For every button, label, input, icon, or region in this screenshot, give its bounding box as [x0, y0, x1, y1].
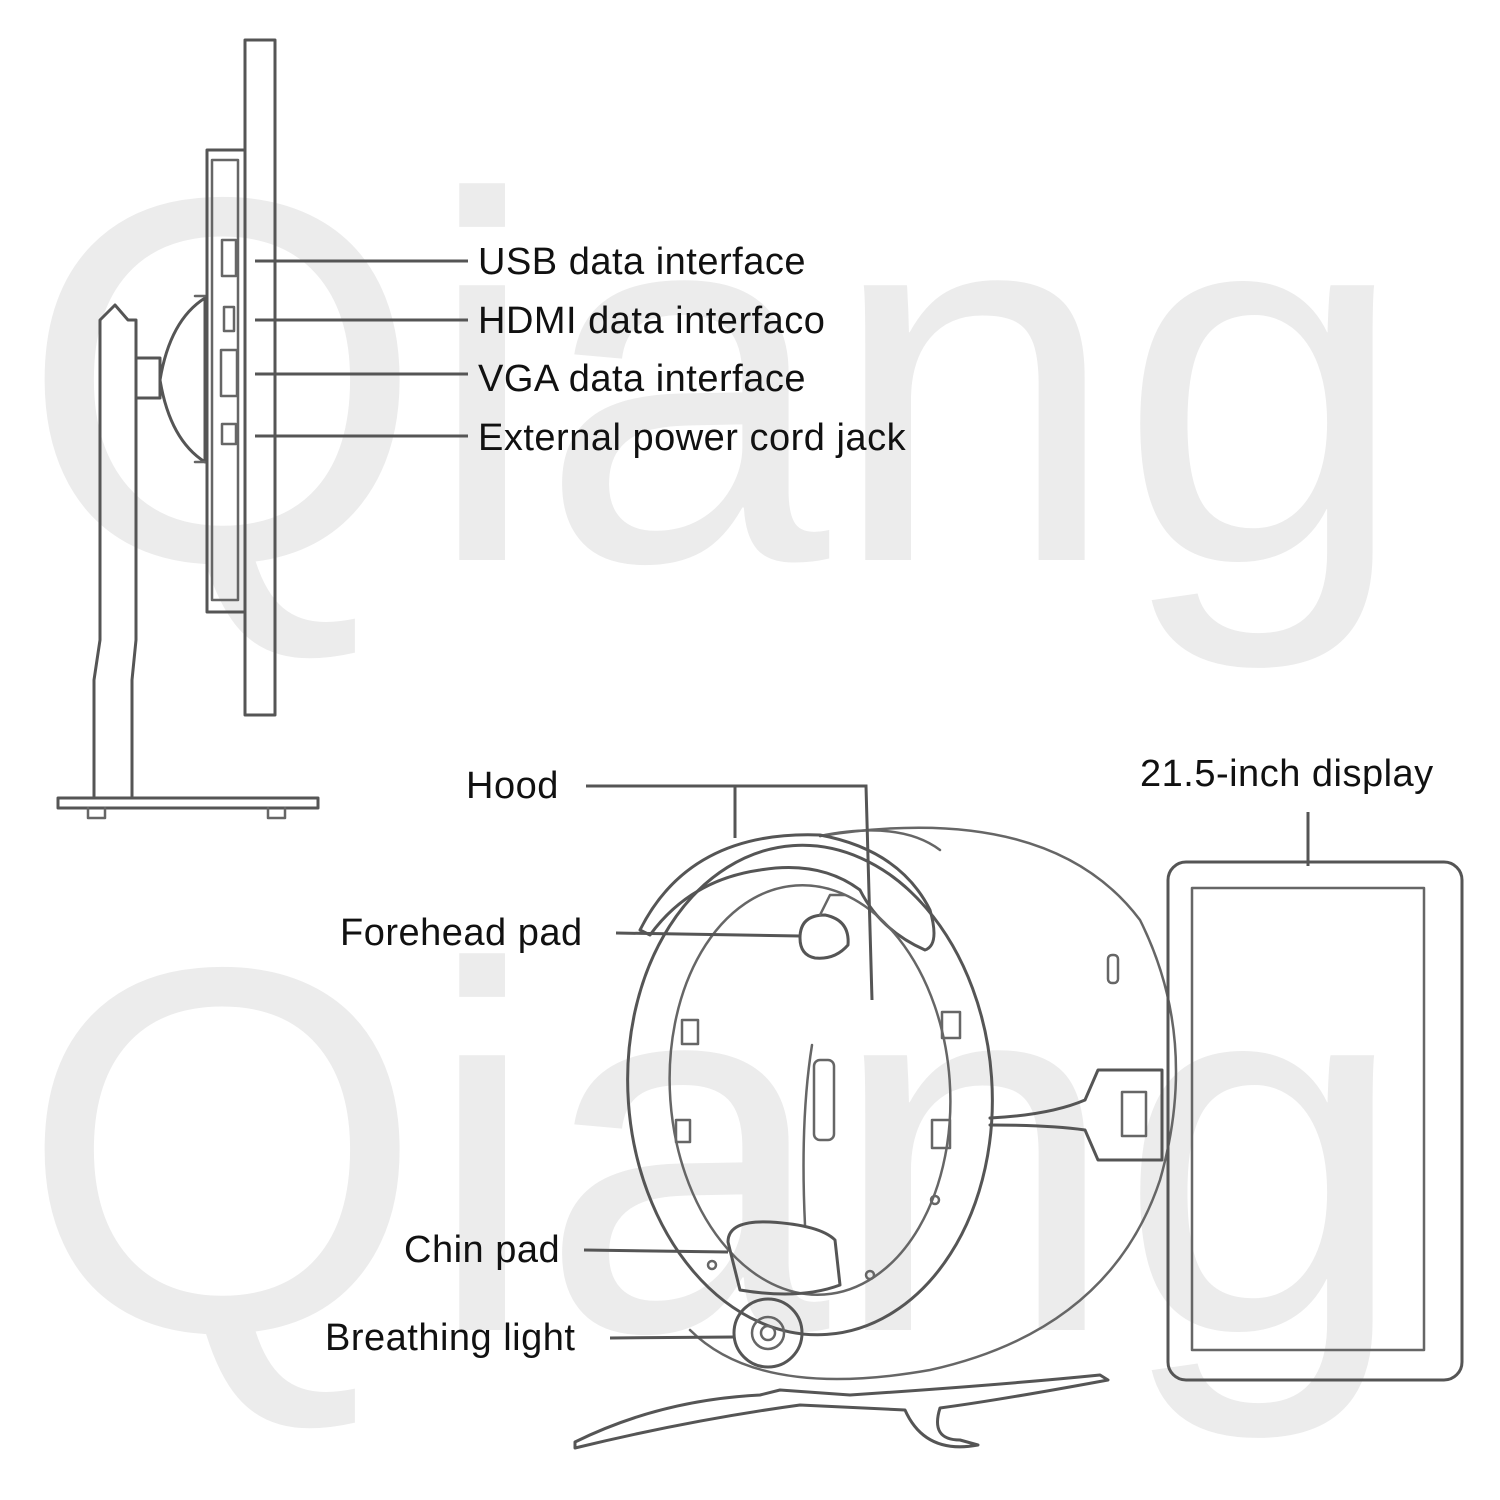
monitor-base-feet [86, 806, 287, 820]
analyzer-view: Hood Forehead pad Chin pad Breathing lig… [325, 753, 1464, 1450]
hdmi-port [222, 305, 236, 333]
analyzer-shell [688, 826, 1178, 1381]
vga-port [219, 348, 239, 398]
label-usb: USB data interface [478, 241, 806, 283]
display-arm [988, 1068, 1164, 1162]
label-vga: VGA data interface [478, 358, 806, 400]
label-hood: Hood [466, 765, 559, 807]
label-breathing-light: Breathing light [325, 1317, 575, 1359]
forehead-leader [615, 931, 801, 938]
breathing-light [732, 1297, 804, 1369]
face-ring-inner [668, 884, 952, 1296]
hood [638, 833, 936, 952]
monitor-hinge-dome [158, 296, 207, 464]
analyzer-base [573, 1373, 1110, 1450]
monitor-base [56, 796, 320, 810]
face-ring-outer [626, 843, 994, 1337]
label-display: 21.5-inch display [1140, 753, 1434, 795]
label-power: External power cord jack [478, 417, 907, 459]
label-forehead-pad: Forehead pad [340, 912, 583, 954]
label-chin-pad: Chin pad [404, 1229, 560, 1271]
breathing-leader [609, 1335, 736, 1340]
chin-leader [583, 1248, 729, 1254]
display-screen [1190, 886, 1426, 1352]
display-frame [1166, 860, 1464, 1382]
monitor-panel [243, 38, 277, 717]
watermark-top: Qiang [20, 90, 1408, 674]
hood-leader [586, 784, 874, 1001]
watermark: Qiang Qiang [20, 90, 1408, 1444]
power-jack [220, 422, 238, 446]
forehead-pad [798, 913, 850, 960]
monitor-stand [92, 303, 138, 798]
watermark-bottom: Qiang [20, 860, 1408, 1444]
usb-port [220, 238, 238, 278]
chin-pad [726, 1220, 842, 1296]
monitor-side-view: USB data interface HDMI data interfaco V… [56, 38, 907, 820]
label-hdmi: HDMI data interfaco [478, 300, 825, 342]
